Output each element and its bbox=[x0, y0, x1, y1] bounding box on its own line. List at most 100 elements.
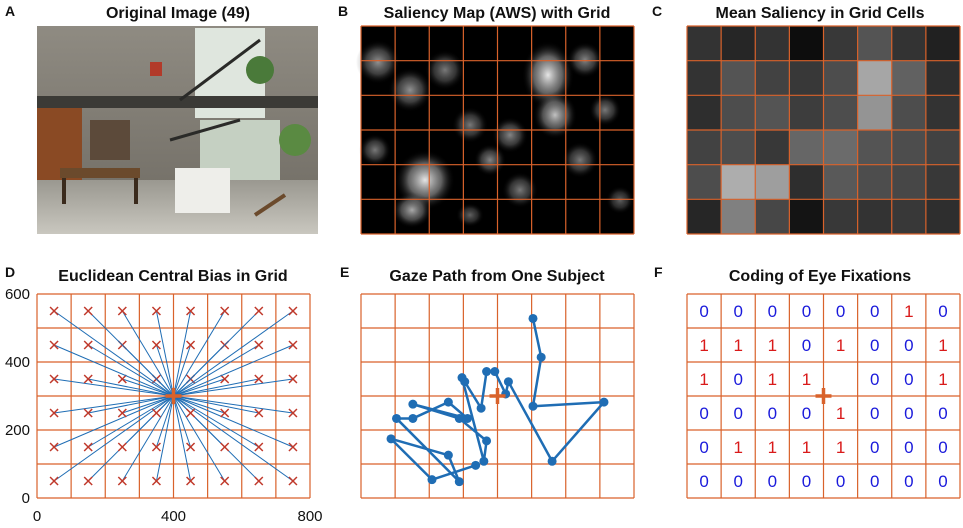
fixation-code: 1 bbox=[733, 336, 742, 355]
fixation-point bbox=[443, 450, 453, 460]
fixation-code: 0 bbox=[904, 472, 913, 491]
bias-line bbox=[87, 310, 174, 397]
cell-center-marker bbox=[254, 408, 264, 418]
saliency-cell bbox=[925, 130, 960, 165]
cell-center-marker bbox=[83, 306, 93, 316]
bias-line bbox=[121, 310, 174, 397]
panel-label-d: D bbox=[5, 264, 15, 280]
bias-line bbox=[155, 395, 174, 482]
bias-line bbox=[155, 344, 174, 397]
cell-center-marker bbox=[254, 374, 264, 384]
fixation-code: 1 bbox=[938, 336, 947, 355]
bias-line bbox=[155, 395, 174, 448]
saliency-cell bbox=[687, 26, 722, 61]
bias-line bbox=[173, 395, 294, 414]
saliency-cell bbox=[789, 130, 824, 165]
fixation-code: 1 bbox=[768, 438, 777, 457]
fixation-code: 0 bbox=[768, 404, 777, 423]
saliency-cell bbox=[823, 26, 858, 61]
saliency-cell bbox=[687, 95, 722, 130]
fixation-code: 0 bbox=[802, 472, 811, 491]
fixation-code: 1 bbox=[836, 438, 845, 457]
bias-line bbox=[121, 395, 174, 482]
saliency-cell bbox=[891, 164, 926, 200]
cell-center-marker bbox=[220, 442, 230, 452]
fixation-point bbox=[479, 456, 489, 466]
fixation-point bbox=[547, 456, 557, 466]
fixation-point bbox=[427, 475, 437, 485]
cell-center-marker bbox=[117, 442, 127, 452]
cell-center-marker bbox=[83, 408, 93, 418]
fixation-code: 1 bbox=[836, 336, 845, 355]
cell-center-marker bbox=[220, 306, 230, 316]
bias-line bbox=[173, 344, 260, 397]
cell-center-marker bbox=[254, 340, 264, 350]
bias-line bbox=[173, 310, 226, 397]
fixation-code: 0 bbox=[733, 404, 742, 423]
panel-title-b: Saliency Map (AWS) with Grid bbox=[384, 5, 611, 22]
fixation-code: 1 bbox=[768, 370, 777, 389]
fixation-code: 1 bbox=[802, 370, 811, 389]
x-tick-label: 800 bbox=[297, 508, 322, 525]
fixation-code: 0 bbox=[699, 404, 708, 423]
cell-center-marker bbox=[186, 476, 196, 486]
fixation-code: 0 bbox=[870, 472, 879, 491]
cell-center-marker bbox=[117, 374, 127, 384]
fixation-code: 0 bbox=[768, 302, 777, 321]
fixation-point bbox=[599, 397, 609, 407]
x-tick-label: 400 bbox=[161, 508, 186, 525]
saliency-cell bbox=[721, 199, 756, 234]
fixation-point bbox=[471, 460, 481, 470]
fixation-point bbox=[482, 436, 492, 446]
bias-line bbox=[53, 395, 174, 414]
cell-center-marker bbox=[288, 442, 298, 452]
saliency-cell bbox=[857, 130, 892, 165]
cell-center-marker bbox=[186, 340, 196, 350]
panel-label-e: E bbox=[340, 264, 349, 280]
saliency-cell bbox=[755, 95, 790, 130]
fixation-point bbox=[454, 477, 464, 487]
original-image bbox=[37, 26, 318, 234]
saliency-cell bbox=[925, 199, 960, 234]
bias-line bbox=[173, 395, 192, 448]
cell-center-marker bbox=[117, 408, 127, 418]
fixation-point bbox=[482, 367, 492, 377]
saliency-cell bbox=[789, 26, 824, 61]
fixation-code: 0 bbox=[870, 336, 879, 355]
cell-center-marker bbox=[83, 340, 93, 350]
fixation-code: 0 bbox=[699, 472, 708, 491]
saliency-cell bbox=[721, 130, 756, 165]
bias-line bbox=[173, 395, 294, 448]
fixation-point bbox=[490, 367, 500, 377]
fixation-code: 0 bbox=[768, 472, 777, 491]
panel-label-f: F bbox=[654, 264, 663, 280]
cell-center-marker bbox=[220, 374, 230, 384]
cell-center-marker bbox=[254, 306, 264, 316]
fixation-code: 0 bbox=[733, 370, 742, 389]
cell-center-marker bbox=[49, 306, 59, 316]
fixation-code: 0 bbox=[733, 302, 742, 321]
bias-line bbox=[173, 395, 192, 482]
fixation-code: 1 bbox=[699, 336, 708, 355]
bias-line bbox=[53, 395, 174, 482]
saliency-cell bbox=[891, 60, 926, 96]
fixation-code: 0 bbox=[870, 302, 879, 321]
panel-title-f: Coding of Eye Fixations bbox=[729, 268, 911, 285]
saliency-cell bbox=[857, 26, 892, 61]
saliency-cell bbox=[687, 164, 722, 200]
bias-line bbox=[173, 378, 225, 397]
fixation-code: 1 bbox=[802, 438, 811, 457]
fixation-code: 0 bbox=[904, 404, 913, 423]
saliency-map bbox=[356, 25, 635, 235]
saliency-cell bbox=[925, 95, 960, 130]
fixation-point bbox=[443, 397, 453, 407]
mean-saliency-grid bbox=[686, 25, 961, 235]
saliency-cell bbox=[823, 199, 858, 234]
saliency-cell bbox=[755, 199, 790, 234]
bias-line bbox=[53, 310, 174, 397]
fixation-point bbox=[536, 352, 546, 362]
panel-label-b: B bbox=[338, 3, 348, 19]
panel-title-c: Mean Saliency in Grid Cells bbox=[716, 5, 925, 22]
cell-center-marker bbox=[151, 476, 161, 486]
